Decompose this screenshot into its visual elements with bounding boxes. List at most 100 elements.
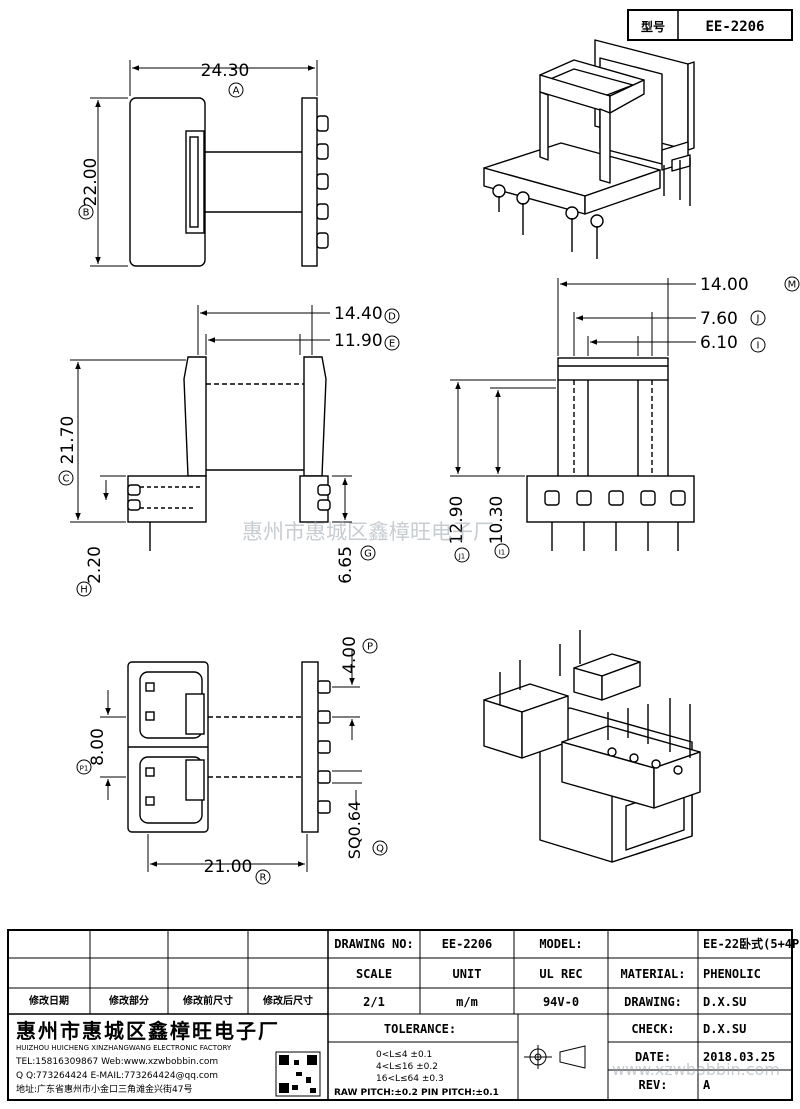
dim-g-value: 6.65 — [336, 546, 356, 584]
svg-text:B: B — [83, 208, 90, 219]
model-value: EE-22卧式(5+4PIN) — [703, 936, 800, 951]
dim-c-value: 21.70 — [58, 416, 78, 465]
svg-text:E: E — [389, 339, 395, 350]
svg-text:I: I — [757, 341, 760, 352]
marker-a: B — [78, 204, 94, 220]
ul-value: 94V-0 — [543, 995, 579, 1009]
bottom-view-dims — [100, 650, 362, 872]
marker-r: R — [255, 869, 271, 885]
tolerance-line-3: 16<L≤64 ±0.3 — [376, 1074, 444, 1084]
dim-i-value: 6.10 — [700, 333, 738, 353]
unit-label: UNIT — [453, 967, 482, 981]
marker-d: D — [384, 308, 400, 324]
company-name-en: HUIZHOU HUICHENG XINZHANGWANG ELECTRONIC… — [16, 1044, 232, 1052]
svg-text:Q: Q — [376, 844, 384, 855]
scale-label: SCALE — [356, 967, 392, 981]
side-view-right — [526, 357, 695, 551]
dim-h-value: 2.20 — [85, 546, 105, 584]
marker-h: H — [76, 581, 92, 597]
company-address: 地址:广东省惠州市小金口三角滩金兴街47号 — [16, 1083, 193, 1095]
marker-j: J — [750, 310, 766, 326]
check-label: CHECK: — [631, 1022, 674, 1036]
marker-b: A — [228, 82, 244, 98]
dim-p1-value: 8.00 — [88, 728, 108, 766]
svg-text:I1: I1 — [499, 549, 506, 557]
dim-b-value: 24.30 — [201, 61, 250, 81]
dim-q-value: SQ0.64 — [345, 801, 364, 859]
svg-text:P: P — [367, 642, 373, 653]
dim-j-value: 7.60 — [700, 309, 738, 329]
ul-label: UL REC — [539, 967, 582, 981]
dim-markers: A B C D E G H M J I J1 I1P P1Q R — [58, 82, 800, 885]
svg-text:M: M — [788, 280, 797, 291]
svg-text:R: R — [260, 873, 267, 884]
rev-value: A — [703, 1078, 711, 1092]
tolerance-line-2: 4<L≤16 ±0.2 — [376, 1062, 438, 1072]
revision-header-date: 修改日期 — [28, 994, 69, 1007]
material-value: PHENOLIC — [703, 967, 761, 981]
side-view-left — [127, 356, 331, 551]
model-header: 型号 EE-2206 — [627, 9, 793, 41]
svg-text:C: C — [63, 474, 70, 485]
projection-symbol — [524, 1045, 586, 1069]
unit-value: m/m — [456, 995, 478, 1009]
marker-i1: I1 — [494, 543, 510, 559]
company-name-cn: 惠州市惠城区鑫樟旺电子厂 — [16, 1019, 280, 1043]
date-label: DATE: — [635, 1050, 671, 1064]
drawing-no-label: DRAWING NO: — [334, 937, 413, 951]
dim-p-value: 4.00 — [340, 636, 360, 674]
dim-i1-value: 10.30 — [487, 496, 507, 545]
revision-header-part: 修改部分 — [108, 994, 149, 1007]
svg-text:G: G — [364, 549, 372, 560]
marker-p: P — [362, 638, 378, 654]
website-watermark: www.xzwbobbin.com — [612, 1060, 780, 1079]
material-label: MATERIAL: — [620, 967, 685, 981]
marker-q: Q — [372, 840, 388, 856]
svg-text:A: A — [233, 86, 240, 97]
revision-header-after: 修改后尺寸 — [262, 994, 313, 1007]
tolerance-label: TOLERANCE: — [384, 1022, 456, 1036]
iso-view-bottom — [483, 630, 701, 863]
drawing-label: DRAWING: — [624, 995, 682, 1009]
marker-m: M — [784, 276, 800, 292]
revision-header-before: 修改前尺寸 — [182, 994, 233, 1007]
rev-label: REV: — [639, 1078, 668, 1092]
pitch-tolerance: RAW PITCH:±0.2 PIN PITCH:±0.1 — [334, 1088, 499, 1098]
tolerance-line-1: 0<L≤4 ±0.1 — [376, 1050, 432, 1060]
marker-e: E — [384, 335, 400, 351]
marker-j1: J1 — [454, 547, 470, 563]
type-label: 型号 — [641, 19, 665, 34]
model-label: MODEL: — [539, 937, 582, 951]
qr-code — [275, 1051, 321, 1097]
side-view-left-dims — [70, 305, 352, 523]
drawing-no-value: EE-2206 — [442, 937, 493, 951]
dim-d-value: 14.40 — [334, 304, 383, 324]
svg-text:H: H — [80, 585, 88, 596]
bottom-view — [127, 661, 331, 833]
company-tel: TEL:15816309867 Web:www.xzwbobbin.com — [15, 1057, 218, 1067]
marker-c: C — [58, 470, 74, 486]
marker-i: I — [750, 337, 766, 353]
dim-r-value: 21.00 — [204, 857, 253, 877]
dim-m-value: 14.00 — [700, 275, 749, 295]
scale-value: 2/1 — [363, 995, 385, 1009]
marker-p1: P1 — [76, 759, 92, 775]
svg-text:J: J — [756, 314, 760, 325]
date-value: 2018.03.25 — [703, 1050, 775, 1064]
iso-view-top — [483, 39, 695, 259]
svg-text:D: D — [388, 312, 396, 323]
header-model: EE-2206 — [705, 19, 764, 35]
dim-a-value: 22.00 — [81, 158, 101, 207]
svg-text:P1: P1 — [80, 765, 89, 773]
watermark: 惠州市惠城区鑫樟旺电子厂 — [242, 520, 494, 544]
front-view-dims — [90, 60, 318, 267]
check-value: D.X.SU — [703, 1022, 746, 1036]
side-view-right-dims — [450, 278, 696, 477]
marker-g: G — [360, 545, 376, 561]
drawing-value: D.X.SU — [703, 995, 746, 1009]
dim-e-value: 11.90 — [334, 331, 383, 351]
svg-text:J1: J1 — [458, 553, 466, 561]
dim-j1-value: 12.90 — [447, 496, 467, 545]
front-view — [129, 97, 329, 267]
